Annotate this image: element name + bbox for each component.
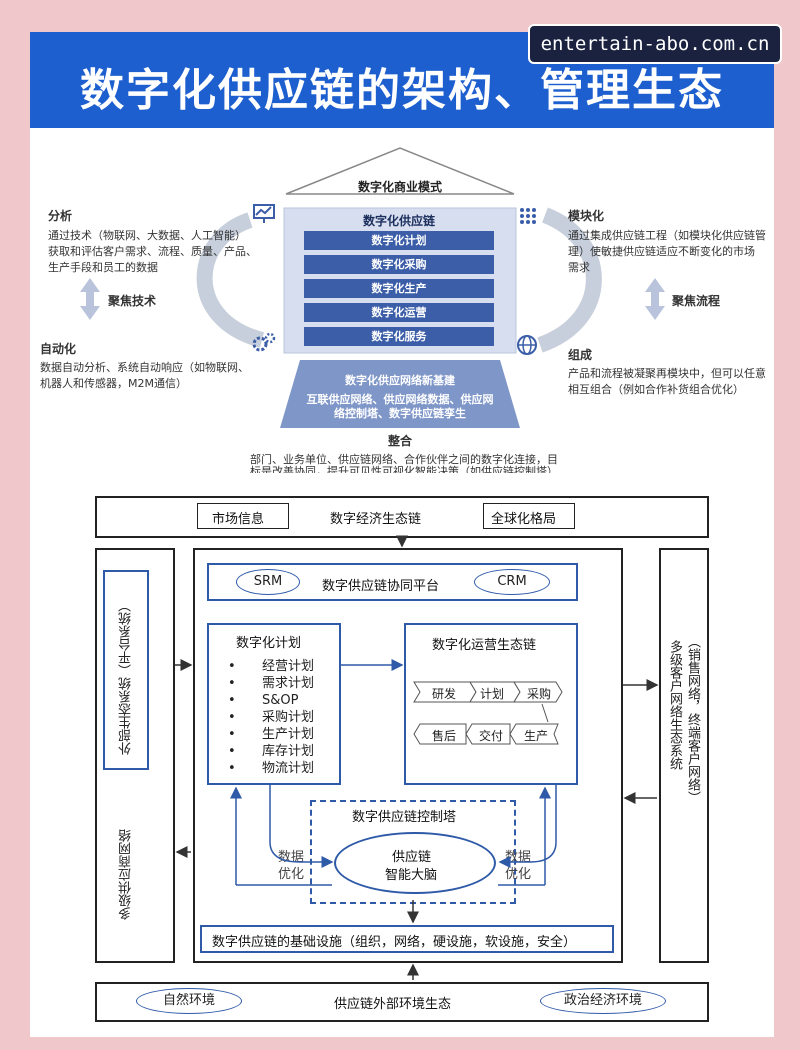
globalization-box xyxy=(483,503,575,529)
plan-item: S&OP xyxy=(228,692,314,709)
module-text-2: 理）使敏捷供应链适应不断变化的市场 xyxy=(568,245,755,258)
automation-text-2: 机器人和传感器，M2M通信） xyxy=(40,377,187,390)
gears-icon xyxy=(252,332,276,354)
integrate-title: 整合 xyxy=(388,434,413,448)
brain-label-1: 供应链 xyxy=(392,850,432,865)
ops-step-plan: 计划 xyxy=(479,687,504,701)
chart-monitor-icon xyxy=(253,204,275,224)
crm-oval: CRM xyxy=(474,569,550,595)
plan-item: 生产计划 xyxy=(228,726,314,743)
control-tower-label: 数字供应链控制塔 xyxy=(352,810,457,825)
ops-title: 数字化运营生态链 xyxy=(432,638,537,653)
plan-item: 需求计划 xyxy=(228,675,314,692)
natural-env-oval: 自然环境 xyxy=(136,988,242,1014)
right-cycle-arrow xyxy=(537,207,602,353)
base-title: 数字化供应网络新基建 xyxy=(345,374,455,387)
compose-text-2: 相互组合（例如合作补货组合优化） xyxy=(568,383,744,396)
customer-network-label-2: （销售网络，终端客户网络） xyxy=(685,635,700,804)
base-shape xyxy=(280,360,520,428)
automation-title: 自动化 xyxy=(40,342,77,356)
external-platform-label: 外部生态系统（平台系统） xyxy=(119,599,134,755)
brain-label-2: 智能大脑 xyxy=(385,868,438,883)
globalization-label: 全球化格局 xyxy=(491,512,557,527)
focus-tech-label: 聚焦技术 xyxy=(108,294,157,308)
brain-oval xyxy=(334,832,496,894)
analysis-text-1: 通过技术（物联网、大数据、人工智能） xyxy=(48,229,246,242)
integrate-text-2-clip: 标是改善协同，提升可见性可视化智能决策（如供应链控制塔） xyxy=(250,464,570,473)
base-text-2: 络控制塔、数字供应链孪生 xyxy=(334,407,466,420)
customer-column xyxy=(659,548,709,963)
ops-chain-graphics xyxy=(413,681,563,745)
core-bar-operation: 数字化运营 xyxy=(304,303,494,322)
plan-title: 数字化计划 xyxy=(236,636,302,651)
external-env-label: 供应链外部环境生态 xyxy=(334,997,452,1012)
ops-step-procure: 采购 xyxy=(526,687,551,701)
watermark: entertain-abo.com.cn xyxy=(528,24,782,64)
ops-step-aftersales: 售后 xyxy=(431,729,456,743)
roof-shape xyxy=(285,147,515,195)
automation-text-1: 数据自动分析、系统自动响应（如物联网、 xyxy=(40,361,249,374)
analysis-text-3: 生产手段和员工的数据 xyxy=(48,261,158,274)
customer-network-label-1: 多级客户网络生态系统 xyxy=(667,640,682,770)
page-title: 数字化供应链的架构、管理生态 xyxy=(80,65,724,116)
plan-item: 采购计划 xyxy=(228,709,314,726)
roof-label: 数字化商业模式 xyxy=(357,180,442,194)
data-opt-left-2: 优化 xyxy=(278,867,305,882)
infra-box xyxy=(200,925,614,953)
core-bar-plan: 数字化计划 xyxy=(304,231,494,250)
globe-icon xyxy=(516,334,538,356)
focus-flow-arrow xyxy=(645,278,665,320)
plan-item: 库存计划 xyxy=(228,743,314,760)
module-text-1: 通过集成供应链工程（如模块化供应链管 xyxy=(568,229,766,242)
core-bar-service: 数字化服务 xyxy=(304,327,494,346)
compose-text-1: 产品和流程被凝聚再模块中，但可以任意 xyxy=(568,367,766,380)
module-text-3: 需求 xyxy=(568,261,590,274)
focus-tech-arrow xyxy=(80,278,100,320)
analysis-title: 分析 xyxy=(48,209,73,223)
focus-flow-label: 聚焦流程 xyxy=(672,294,721,308)
external-platform-box xyxy=(103,570,149,770)
core-bar-procurement: 数字化采购 xyxy=(304,255,494,274)
infra-label: 数字供应链的基础设施（组织，网络，硬设施，软设施，安全） xyxy=(212,935,577,950)
base-text-1: 互联供应网络、供应网络数据、供应网 xyxy=(306,393,494,406)
core-title: 数字化供应链 xyxy=(362,214,435,228)
market-info-label: 市场信息 xyxy=(212,512,265,527)
plan-item: 物流计划 xyxy=(228,760,314,777)
market-info-box xyxy=(197,503,289,529)
plan-item: 经营计划 xyxy=(228,658,314,675)
digital-eco-chain-label: 数字经济生态链 xyxy=(330,512,422,527)
module-grid-icon xyxy=(518,206,538,226)
module-title: 模块化 xyxy=(568,209,605,223)
srm-oval: SRM xyxy=(236,569,300,595)
left-cycle-arrow xyxy=(196,212,265,348)
ops-step-delivery: 交付 xyxy=(478,729,503,743)
compose-title: 组成 xyxy=(568,348,593,362)
political-env-oval: 政治经济环境 xyxy=(540,988,666,1014)
ops-box xyxy=(404,623,578,785)
plan-list: 经营计划 需求计划 S&OP 采购计划 生产计划 库存计划 物流计划 xyxy=(228,658,314,777)
ops-step-production: 生产 xyxy=(523,729,548,743)
core-bar-production: 数字化生产 xyxy=(304,279,494,298)
analysis-text-2: 获取和评估客户需求、流程、质量、产品、 xyxy=(48,245,257,258)
data-opt-right-2: 优化 xyxy=(505,867,532,882)
integrate-text-1: 部门、业务单位、供应链网络、合作伙伴之间的数字化连接，目 xyxy=(250,453,558,466)
platform-label: 数字供应链协同平台 xyxy=(322,579,440,594)
ops-step-rnd: 研发 xyxy=(431,687,456,701)
integrate-text-2: 标是改善协同，提升可见性可视化智能决策（如供应链控制塔） xyxy=(250,465,558,473)
supplier-network-label: 多级供应商网络 xyxy=(119,829,134,920)
